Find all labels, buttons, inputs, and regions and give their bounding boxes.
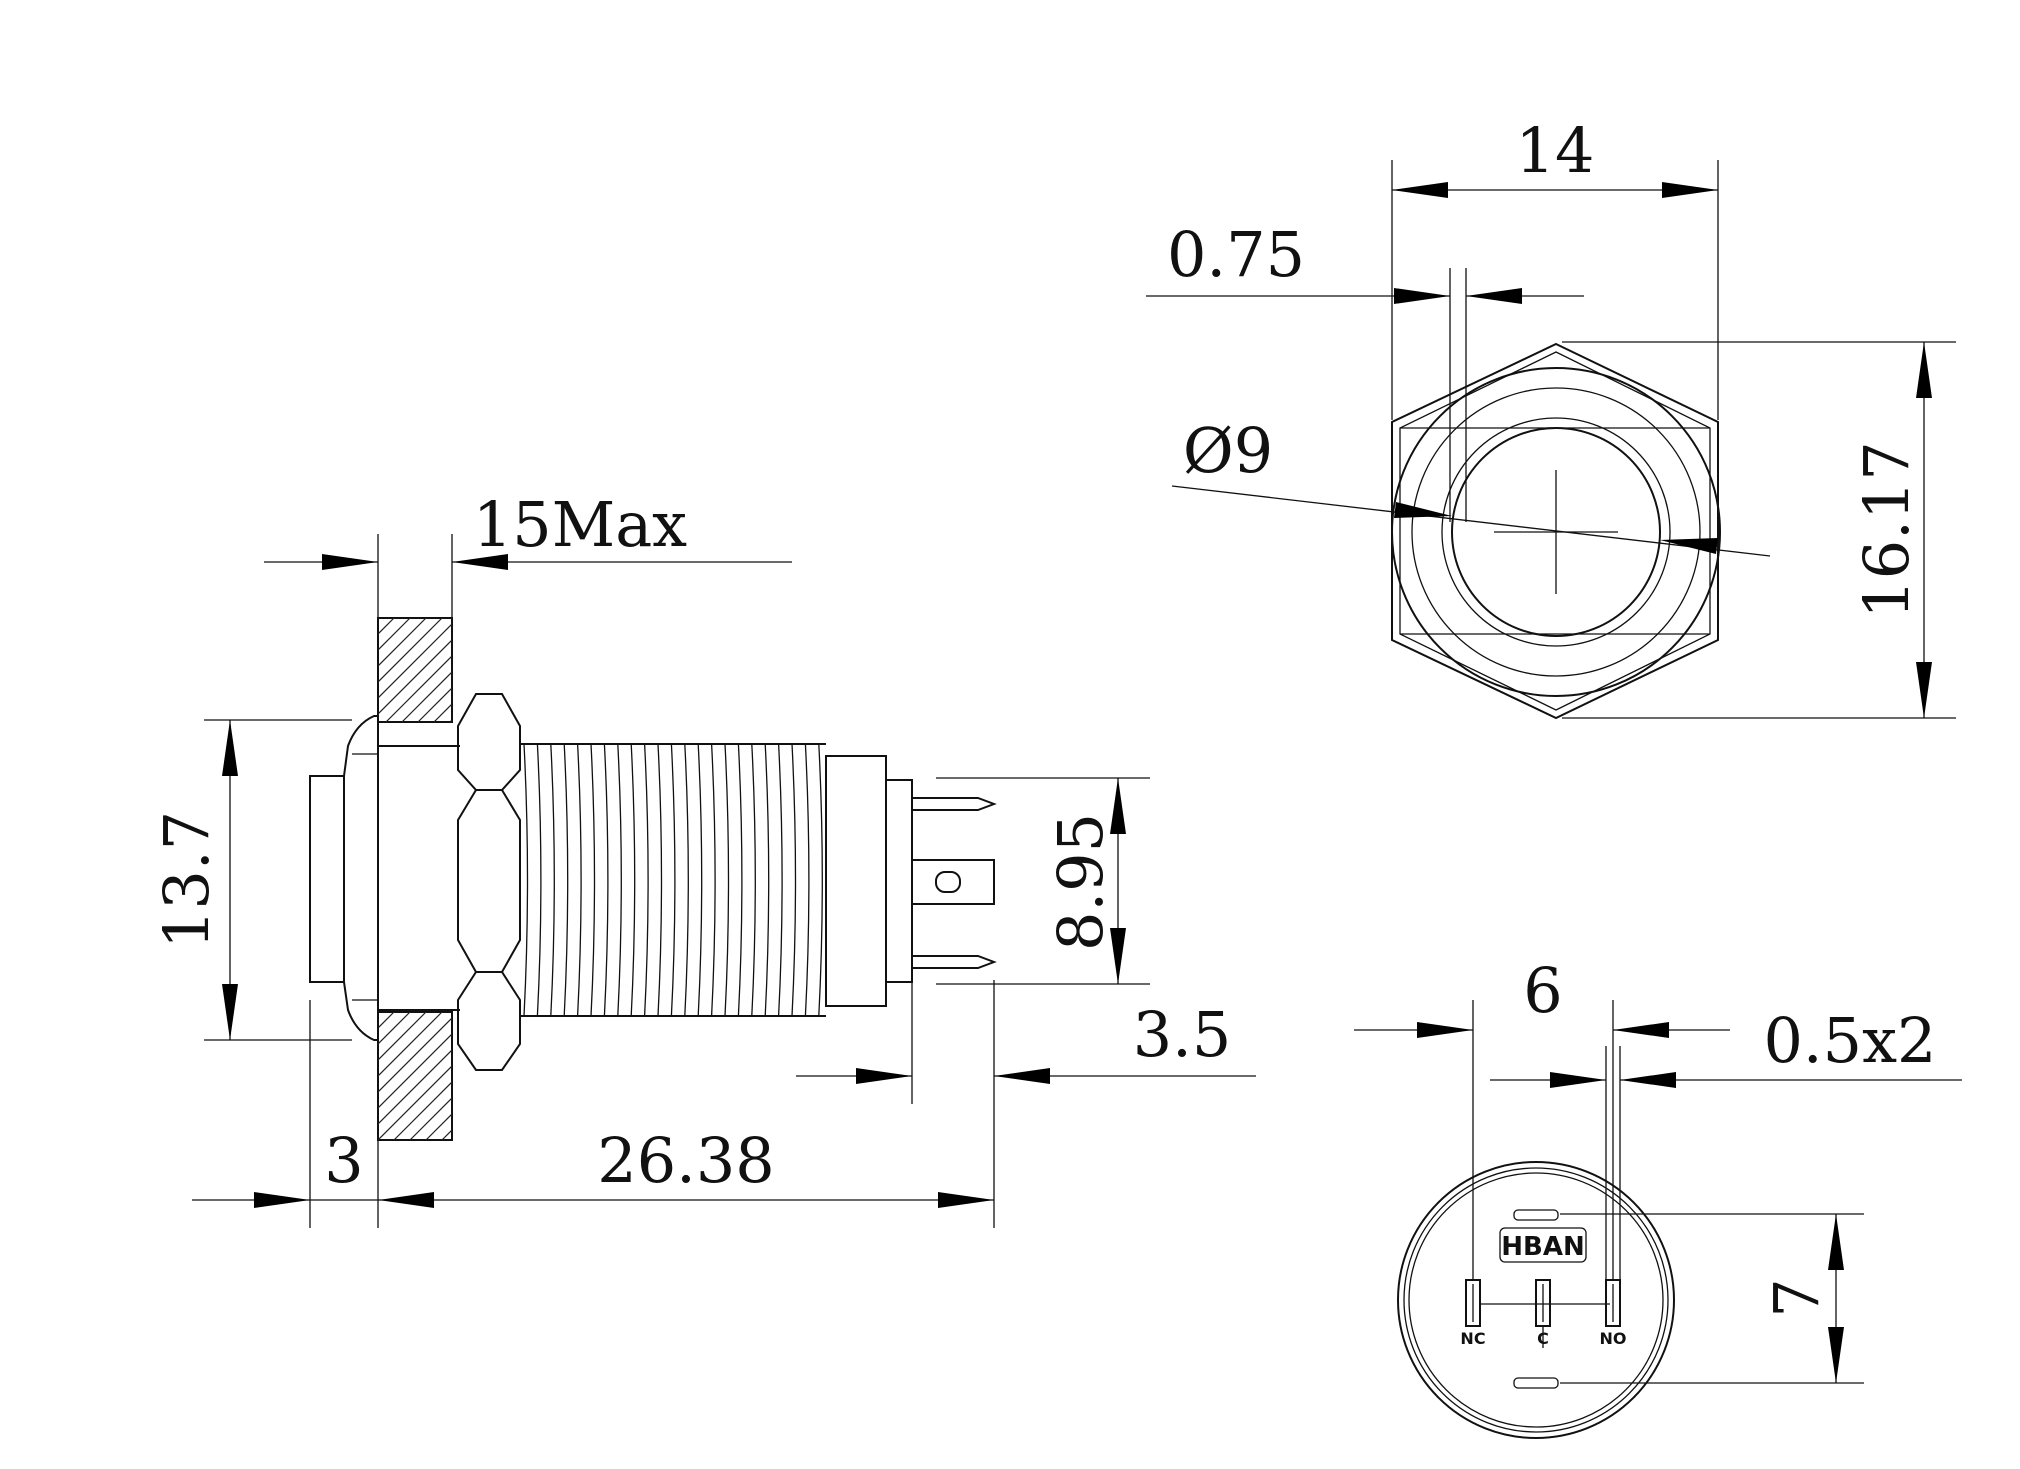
- hatch-line: [466, 618, 570, 722]
- dim-15max: 15Max: [264, 488, 792, 618]
- dim-3-5: 3.5: [796, 980, 1256, 1228]
- hatch-line: [378, 1012, 411, 1045]
- hatch-line: [441, 1129, 452, 1140]
- pin-c-label: C: [1537, 1329, 1549, 1348]
- dim-15max-label: 15Max: [473, 488, 687, 561]
- top-view: 14 0.75 Ø9 16.17: [1146, 114, 1956, 720]
- hatch-line: [378, 618, 443, 683]
- thread-ridge: [603, 743, 609, 1017]
- dim-diameter-9-label: Ø9: [1183, 414, 1273, 487]
- button-rings: [1391, 367, 1721, 697]
- pin-nc-label: NC: [1460, 1329, 1485, 1348]
- dim-6-label: 6: [1523, 954, 1562, 1027]
- button-head: [309, 715, 379, 1041]
- thread-ridge: [576, 743, 582, 1017]
- thread-ridge: [751, 743, 756, 1017]
- dim-7: 7: [1560, 1213, 1864, 1384]
- thread-ridge: [657, 743, 663, 1017]
- thread-ridge: [536, 743, 542, 1017]
- panel-section: [377, 617, 586, 1141]
- hatch-line: [378, 1012, 427, 1061]
- rear-housing: [825, 755, 913, 1007]
- hatch-line: [425, 1113, 452, 1140]
- thread-ridge: [523, 743, 529, 1017]
- dim-3-and-26-38: 3 26.38: [192, 1000, 994, 1228]
- thread-ridge: [764, 743, 770, 1017]
- side-view: 15Max 13.7 8.95 3.5: [150, 488, 1256, 1228]
- pins: NC C NO: [1460, 1279, 1627, 1348]
- dim-3-label: 3: [324, 1124, 363, 1197]
- dim-0-75-label: 0.75: [1167, 218, 1305, 291]
- hatch-line: [385, 655, 452, 722]
- pin-no-label: NO: [1600, 1329, 1627, 1348]
- thread-ridge: [697, 743, 703, 1017]
- hatch-line: [378, 623, 452, 699]
- terminals: [911, 797, 997, 969]
- dim-8-95-label: 8.95: [1044, 813, 1117, 951]
- hatch-line: [378, 1012, 443, 1077]
- thread-ridge: [630, 743, 636, 1017]
- led-slot-top: [1513, 1209, 1559, 1221]
- thread-ridge: [710, 743, 716, 1017]
- thread-ridge: [777, 743, 783, 1017]
- dim-0-75: 0.75: [1146, 218, 1584, 522]
- thread-ridge: [791, 743, 797, 1017]
- hatch-line: [378, 1017, 452, 1093]
- thread-ridge: [670, 743, 676, 1017]
- threaded-body: [520, 743, 826, 1017]
- hatch-line: [409, 1097, 452, 1140]
- hatch-line: [401, 671, 452, 722]
- dim-0-5x2: 0.5x2: [1490, 1004, 1962, 1280]
- brand-logo: HBAN: [1499, 1227, 1587, 1263]
- hatch-line: [458, 1012, 586, 1140]
- thread-ridge: [724, 743, 730, 1017]
- thread-ridge: [550, 743, 555, 1017]
- dim-16-17-label: 16.17: [1850, 441, 1923, 619]
- collar: [378, 745, 460, 1011]
- dim-7-label: 7: [1760, 1278, 1833, 1317]
- thread-ridge: [818, 743, 823, 1017]
- hatch-line: [378, 1065, 452, 1140]
- dim-3-5-label: 3.5: [1133, 998, 1232, 1071]
- thread-ridge: [804, 743, 810, 1017]
- dim-13-7: 13.7: [150, 719, 352, 1041]
- thread-ridge: [737, 743, 743, 1017]
- hatch-line: [378, 1012, 379, 1013]
- hatch-line: [378, 639, 452, 715]
- thread-ridge: [643, 743, 649, 1017]
- hatch-line: [393, 1081, 452, 1140]
- hex-nut: [457, 693, 521, 1071]
- hatch-line: [378, 618, 427, 667]
- hatch-line: [449, 719, 452, 722]
- hatch-line: [378, 618, 379, 619]
- thread-ridge: [563, 743, 569, 1017]
- dim-13-7-label: 13.7: [150, 811, 223, 949]
- led-slot-bottom: [1513, 1377, 1559, 1389]
- dim-26-38-label: 26.38: [597, 1124, 775, 1197]
- hatch-line: [433, 703, 452, 722]
- hatch-line: [378, 1033, 452, 1109]
- thread-ridge: [684, 743, 689, 1017]
- dim-diameter-9: Ø9: [1171, 414, 1771, 557]
- dim-6: 6: [1354, 954, 1730, 1280]
- dim-14-label: 14: [1516, 114, 1595, 187]
- dim-14: 14: [1391, 114, 1719, 420]
- hatch-line: [378, 1012, 395, 1029]
- brand-text: HBAN: [1501, 1232, 1584, 1262]
- hatch-line: [378, 1049, 452, 1125]
- dim-0-5x2-label: 0.5x2: [1763, 1004, 1936, 1077]
- bottom-view: HBAN NC C NO 6: [1354, 954, 1962, 1439]
- dim-8-95: 8.95: [936, 777, 1150, 985]
- hatch-line: [417, 687, 452, 722]
- thread-ridge: [590, 743, 596, 1017]
- thread-ridge: [617, 743, 622, 1017]
- hatch-line: [378, 618, 411, 651]
- dim-16-17: 16.17: [1562, 341, 1956, 719]
- hex-outline: [1391, 342, 1719, 720]
